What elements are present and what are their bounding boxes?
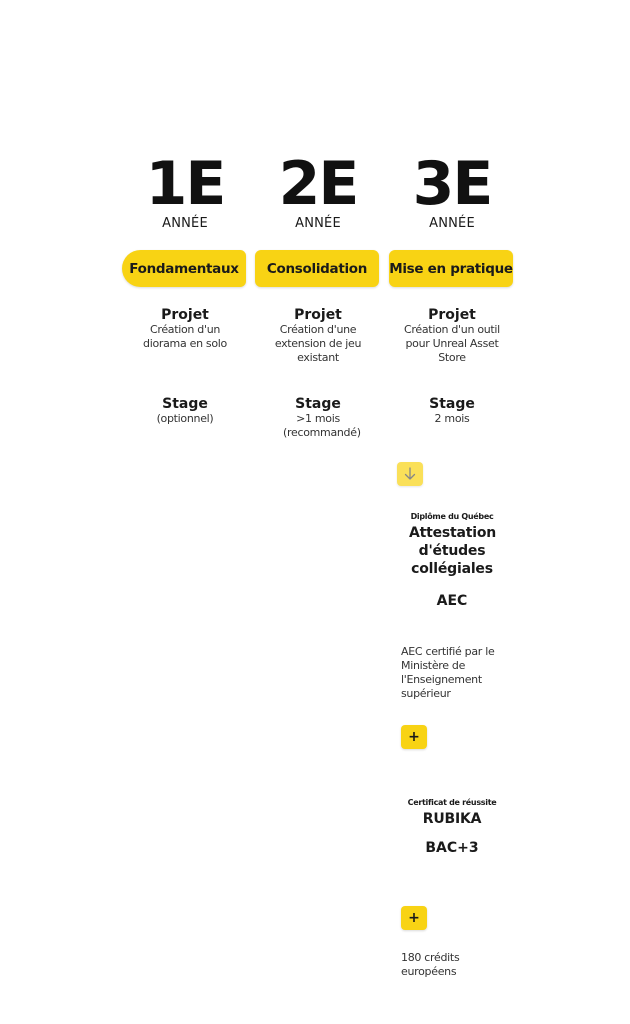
year-column-2: 2E ANNÉE Consolidation Projet Création d… [255,149,381,439]
project-block: Projet Création d'une extension de jeu e… [255,307,381,365]
diploma-rubika: Certificat de réussite RUBIKA BAC+3 [389,798,515,857]
diploma-kicker: Certificat de réussite [407,798,497,807]
project-description: Création d'un outil pour Unreal Asset St… [404,323,500,364]
project-title: Projet [161,307,209,323]
project-block: Projet Création d'un diorama en solo [122,307,248,351]
stage-title: Stage [295,396,341,412]
phase-button-fondamentaux[interactable]: Fondamentaux [122,250,246,287]
plus-icon: + [408,910,420,926]
year-label: ANNÉE [295,216,341,231]
diploma-title: RUBIKA [422,811,482,827]
stage-block: Stage 2 mois [389,396,515,426]
stage-description: >1 mois (recommandé) [283,412,361,439]
phase-button-mise-en-pratique[interactable]: Mise en pratique [389,250,513,287]
project-block: Projet Création d'un outil pour Unreal A… [389,307,515,365]
year-column-1: 1E ANNÉE Fondamentaux Projet Création d'… [122,149,248,425]
expand-diploma-button[interactable] [397,462,423,486]
year-label: ANNÉE [162,216,208,231]
diploma-aec: Diplôme du Québec Attestation d'études c… [389,512,515,610]
year-number: 2E [278,149,360,219]
project-title: Projet [428,307,476,323]
plus-icon: + [408,729,420,745]
year-number: 3E [412,149,494,219]
diploma-note: 180 crédits européens [401,951,460,978]
stage-block: Stage (optionnel) [122,396,248,426]
more-info-button[interactable]: + [401,725,427,749]
arrow-down-icon [404,467,416,480]
stage-title: Stage [429,396,475,412]
stage-description: (optionnel) [156,412,214,425]
project-description: Création d'un diorama en solo [143,323,227,350]
phase-button-consolidation[interactable]: Consolidation [255,250,379,287]
stage-title: Stage [162,396,208,412]
project-title: Projet [294,307,342,323]
year-column-3: 3E ANNÉE Mise en pratique Projet Créatio… [389,149,515,425]
diploma-title: Attestation d'études collégiales [409,525,497,577]
project-description: Création d'une extension de jeu existant [274,323,362,364]
stage-block: Stage >1 mois (recommandé) [255,396,381,440]
stage-description: 2 mois [434,412,470,425]
diploma-kicker: Diplôme du Québec [410,512,494,521]
year-number: 1E [145,149,227,219]
diploma-note: AEC certifié par le Ministère de l'Ensei… [401,645,495,700]
diploma-abbreviation: AEC [436,593,468,609]
year-label: ANNÉE [429,216,475,231]
more-info-button[interactable]: + [401,906,427,930]
diploma-abbreviation: BAC+3 [425,840,479,856]
